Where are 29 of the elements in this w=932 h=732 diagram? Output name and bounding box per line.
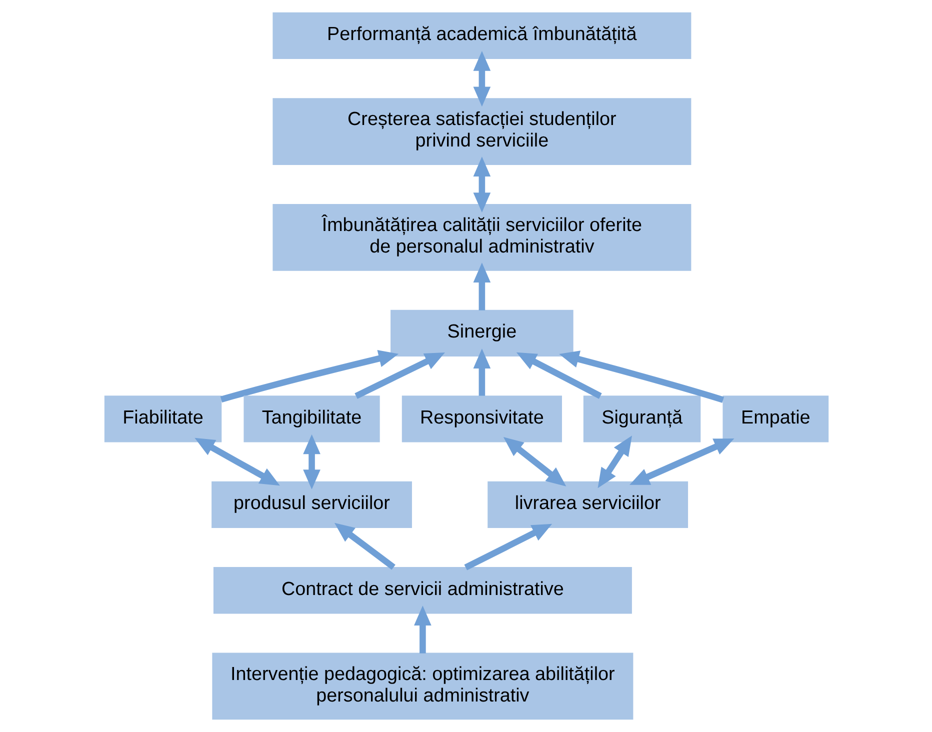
node-box: Intervenție pedagogică: optimizarea abilităților personalului administrativ — [212, 652, 633, 720]
node-box: produsul serviciilor — [211, 481, 412, 528]
node-box: Tangibilitate — [243, 396, 380, 442]
arrow — [472, 262, 490, 310]
arrow — [472, 348, 490, 396]
arrow — [464, 524, 552, 570]
arrow — [502, 437, 566, 486]
node-box: Îmbunătățirea calității serviciilor oferite de personalul administrativ — [272, 204, 691, 271]
node-box: Contract de servicii administrative — [212, 567, 632, 614]
arrow — [472, 50, 490, 107]
node-box: Creșterea satisfacției studenților privind serviciile — [272, 98, 691, 165]
arrow — [302, 434, 320, 490]
node-box: livrarea serviciilor — [487, 481, 688, 528]
node-box: Siguranță — [582, 396, 700, 442]
arrow — [354, 352, 444, 399]
arrow — [414, 606, 431, 654]
arrow — [334, 522, 395, 570]
node-box: Sinergie — [390, 310, 573, 357]
arrow — [194, 438, 280, 486]
arrow — [597, 436, 632, 488]
node-box: Performanță academică îmbunătățită — [272, 12, 691, 60]
node-box: Fiabilitate — [104, 396, 222, 442]
arrow — [220, 350, 398, 402]
arrow — [629, 438, 734, 485]
node-box: Empatie — [722, 396, 828, 442]
node-box: Responsivitate — [401, 396, 562, 442]
arrow — [558, 350, 724, 403]
arrow — [516, 352, 602, 399]
arrow — [472, 156, 490, 212]
